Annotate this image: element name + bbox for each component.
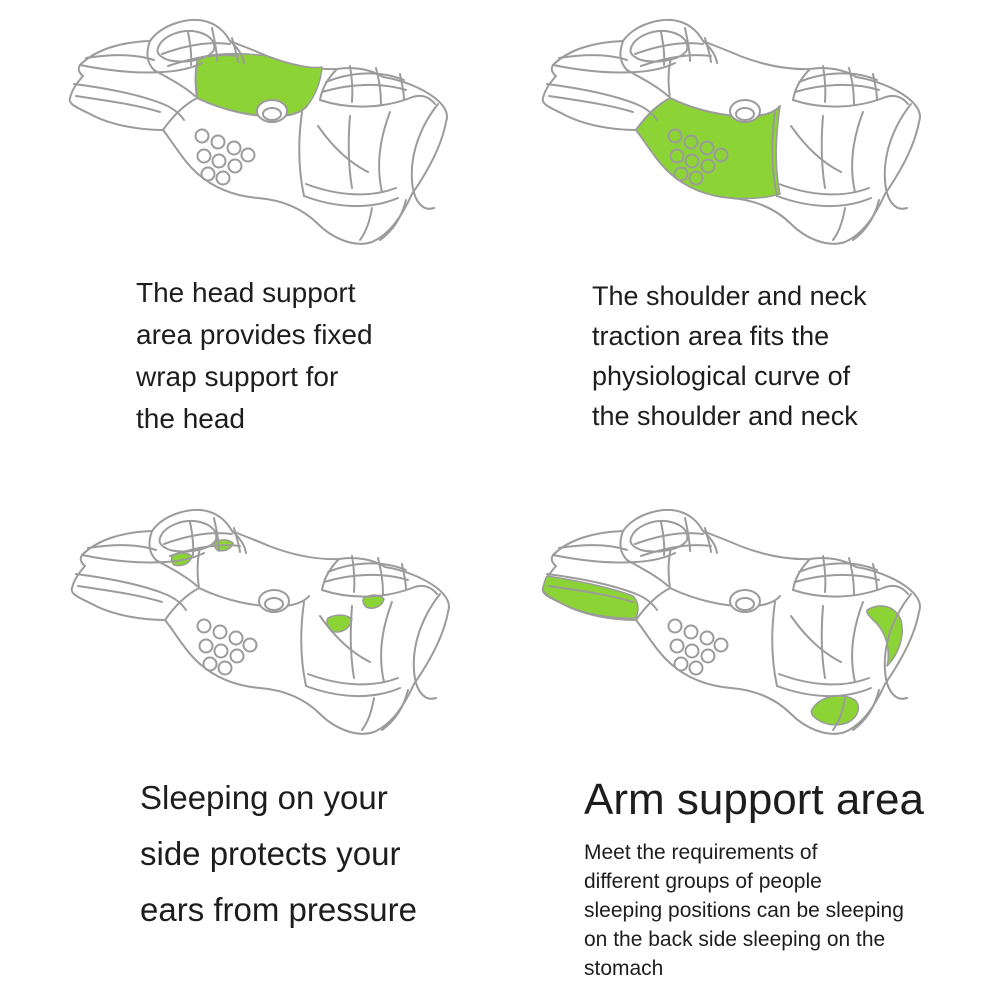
highlight-arm-support-areas [542, 575, 903, 726]
caption-shoulder-neck: The shoulder and neck traction area fits… [592, 281, 867, 431]
caption-head-support: The head support area provides fixed wra… [136, 277, 373, 434]
contour-pillow-ear-pressure-relief-wells-highlighted-icon [70, 509, 450, 735]
highlight-ear-wells [170, 539, 385, 633]
contour-pillow-arm-support-areas-highlighted-icon [541, 509, 921, 735]
contour-pillow-shoulder-neck-traction-area-highlighted-icon [541, 19, 921, 245]
caption-arm-support: Meet the requirements of different group… [584, 841, 904, 980]
contour-pillow-head-support-area-highlighted-icon [68, 19, 448, 245]
caption-side-sleeping: Sleeping on your side protects your ears… [140, 779, 417, 928]
arm-support-heading: Arm support area [584, 775, 924, 824]
